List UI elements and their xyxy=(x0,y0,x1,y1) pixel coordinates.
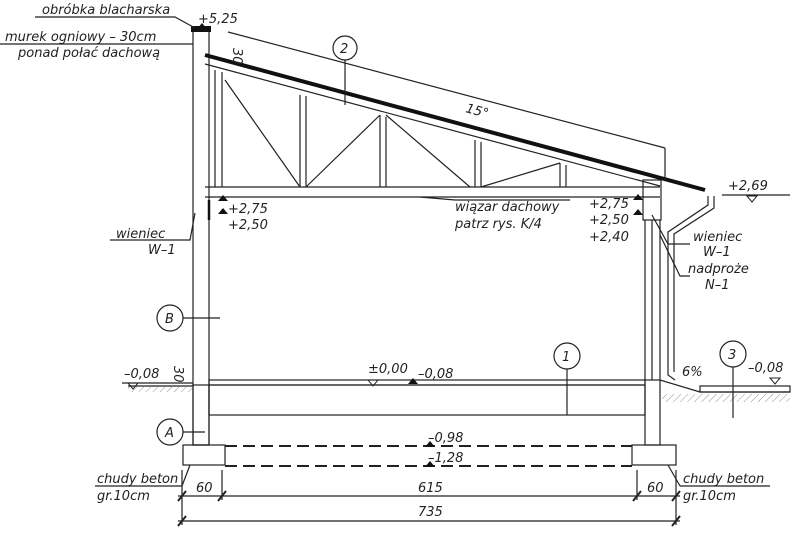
level-right-250: +2,50 xyxy=(589,213,629,228)
label-ring-beam-left: wieniec xyxy=(116,227,165,242)
level-eave: +2,69 xyxy=(728,179,768,194)
marker-A-label: A xyxy=(164,426,174,441)
level-ground-left: –0,08 xyxy=(124,367,159,382)
level-left-250: +2,50 xyxy=(228,218,268,233)
label-lean-concrete-left: chudy beton xyxy=(97,472,178,487)
label-firewall-2: ponad połać dachową xyxy=(17,46,160,61)
label-truss: wiązar dachowy xyxy=(455,200,560,215)
right-wall xyxy=(642,179,662,380)
level-ground-right: –0,08 xyxy=(748,361,783,376)
level-foundation-bottom: –1,28 xyxy=(428,451,463,466)
level-foundation-top: –0,98 xyxy=(428,431,463,446)
level-right-240: +2,40 xyxy=(589,230,629,245)
left-wall xyxy=(191,26,211,446)
dim-615: 615 xyxy=(418,481,443,496)
level-parapet: +5,25 xyxy=(198,12,238,27)
marker-2-label: 2 xyxy=(340,42,348,57)
roof xyxy=(204,31,706,192)
level-right-275: +2,75 xyxy=(589,197,629,212)
label-lean-concrete-right: chudy beton xyxy=(683,472,764,487)
roof-truss xyxy=(205,70,660,198)
label-roof-angle: 15° xyxy=(464,101,490,121)
label-firewall: murek ogniowy – 30cm xyxy=(5,30,156,45)
level-floor-minus: –0,08 xyxy=(418,367,453,382)
dim-parapet: 30 xyxy=(229,48,244,65)
floor-slab xyxy=(208,379,646,416)
label-lintel: nadproże xyxy=(688,262,749,277)
level-markers xyxy=(197,23,643,467)
dim-plinth: 30 xyxy=(170,366,185,383)
ground xyxy=(128,379,791,402)
label-ring-beam-right-code: W–1 xyxy=(703,245,731,260)
dimension-lines xyxy=(177,470,681,527)
dim-60-right: 60 xyxy=(647,481,664,496)
label-truss-ref: patrz rys. K/4 xyxy=(454,217,542,232)
dim-735: 735 xyxy=(418,505,443,520)
level-floor: ±0,00 xyxy=(368,362,408,377)
marker-3-label: 3 xyxy=(728,348,736,363)
downpipe xyxy=(667,196,709,381)
marker-1-label: 1 xyxy=(562,350,570,365)
label-lean-concrete-left-thickness: gr.10cm xyxy=(97,489,150,504)
level-left-275: +2,75 xyxy=(228,202,268,217)
label-slope: 6% xyxy=(682,365,703,380)
label-flashing: obróbka blacharska xyxy=(42,3,170,18)
marker-B-label: B xyxy=(165,312,174,327)
label-ring-beam-left-code: W–1 xyxy=(148,243,176,258)
dim-60-left: 60 xyxy=(196,481,213,496)
label-ring-beam-right: wieniec xyxy=(693,230,742,245)
label-lean-concrete-right-thickness: gr.10cm xyxy=(683,489,736,504)
label-lintel-code: N–1 xyxy=(705,278,730,293)
